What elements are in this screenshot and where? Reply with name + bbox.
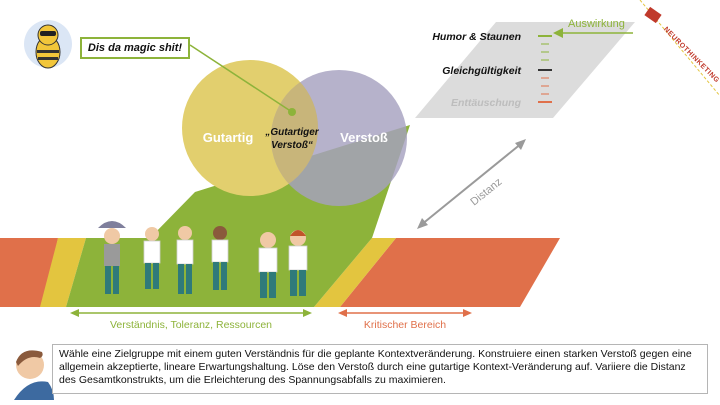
distance-arrowhead-bottom bbox=[417, 218, 428, 229]
distance-label: Distanz bbox=[468, 176, 504, 208]
impact-title: Auswirkung bbox=[568, 18, 625, 30]
understanding-label: Verständnis, Toleranz, Ressourcen bbox=[110, 319, 272, 331]
benign-violation-label-2: Verstoß“ bbox=[271, 140, 313, 151]
description-box: Wähle eine Zielgruppe mit einem guten Ve… bbox=[52, 344, 708, 394]
violation-label: Verstoß bbox=[340, 130, 388, 145]
person-figure bbox=[258, 232, 278, 298]
scale-level-humor: Humor & Staunen bbox=[432, 31, 521, 43]
transition-zone-left bbox=[40, 238, 86, 307]
transition-zone-right bbox=[314, 238, 396, 307]
person-figure bbox=[143, 227, 161, 289]
distance-arrowhead-top bbox=[515, 139, 526, 150]
impact-pointer-arrow bbox=[553, 28, 563, 38]
person-figure bbox=[288, 230, 308, 296]
impact-plane bbox=[415, 22, 635, 118]
scale-level-disappointment: Enttäuschung bbox=[451, 97, 522, 109]
critical-bracket-left bbox=[338, 309, 347, 317]
critical-zone-left bbox=[0, 238, 58, 307]
impact-scale-ticks bbox=[538, 35, 552, 103]
person-figure bbox=[176, 226, 194, 294]
callout-dot bbox=[288, 108, 296, 116]
distance-arrow bbox=[420, 142, 523, 226]
benign-label: Gutartig bbox=[203, 130, 254, 145]
critical-zone-right bbox=[340, 238, 560, 307]
magic-callout: Dis da magic shit! bbox=[80, 37, 190, 59]
callout-connector bbox=[189, 44, 293, 113]
audience-group bbox=[98, 221, 308, 298]
brand-logo bbox=[639, 0, 720, 97]
person-figure bbox=[98, 221, 126, 294]
bee-mascot bbox=[24, 20, 72, 69]
critical-label: Kritischer Bereich bbox=[364, 319, 446, 331]
person-figure bbox=[211, 226, 229, 290]
scale-level-indifference: Gleichgültigkeit bbox=[442, 65, 521, 77]
understanding-bracket-right bbox=[303, 309, 312, 317]
benign-violation-label-1: „Gutartiger bbox=[264, 127, 319, 138]
understanding-bracket-left bbox=[70, 309, 79, 317]
critical-bracket-right bbox=[463, 309, 472, 317]
presenter-avatar bbox=[14, 350, 54, 400]
